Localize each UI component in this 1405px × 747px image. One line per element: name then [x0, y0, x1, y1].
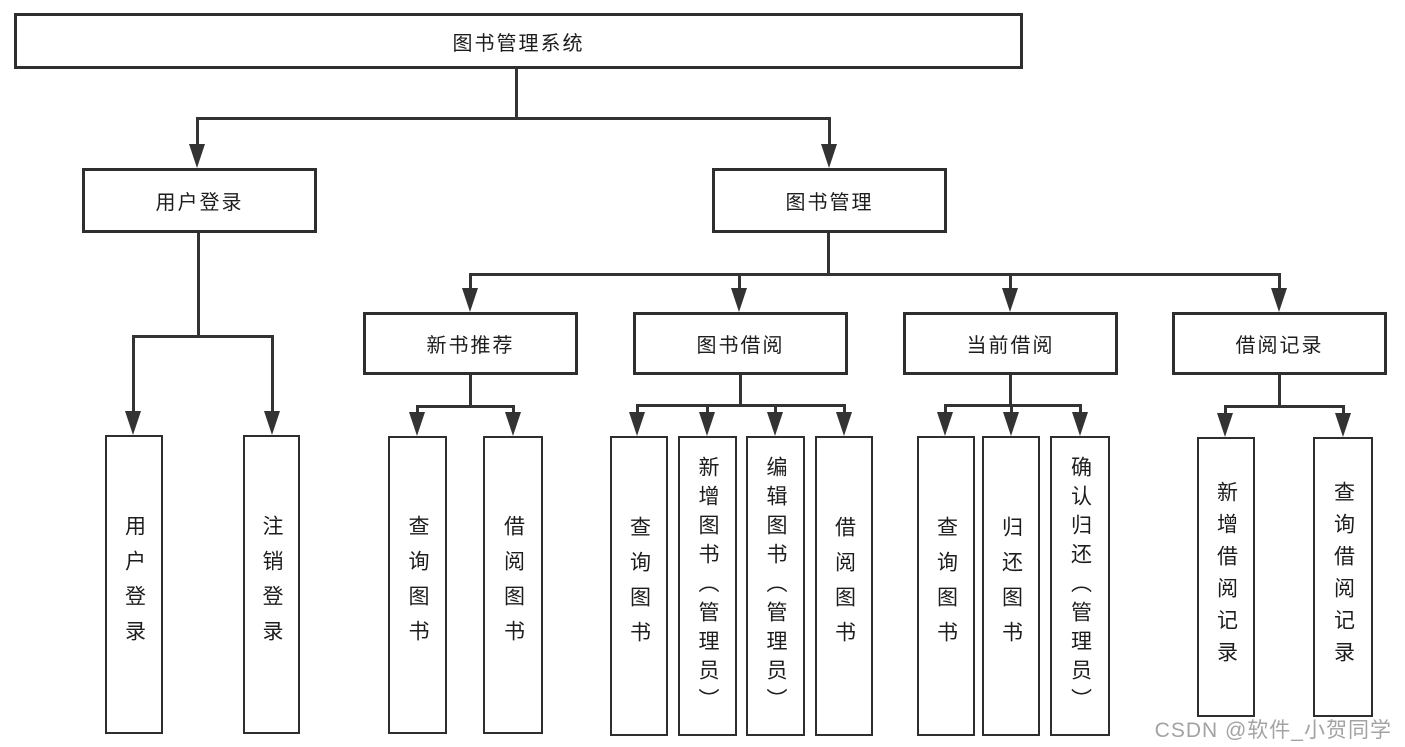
arrowhead-cb-query-books: [937, 412, 953, 436]
arrowhead-bb-edit-books: [767, 412, 783, 436]
node-borrow-records-label: 借阅记录: [1235, 335, 1324, 357]
leaf-cb-confirm-return: 确认归还（管理员）: [1050, 436, 1110, 736]
leaf-bb-add-books: 新增图书（管理员）: [678, 436, 737, 736]
arrowhead-book-borrow: [731, 288, 747, 312]
arrowhead-nbr-query-books: [409, 412, 425, 436]
connector-br-branch2: [1342, 405, 1345, 413]
leaf-br-add-record: 新增借阅记录: [1197, 437, 1255, 717]
connector-book-mgmt-bar: [469, 273, 1281, 276]
arrowhead-bb-add-books: [699, 412, 715, 436]
arrowhead-cb-confirm-return: [1072, 412, 1088, 436]
connector-bb-branch3: [774, 404, 777, 412]
leaf-cb-return-books: 归还图书: [982, 436, 1040, 736]
connector-cb-branch3: [1079, 404, 1082, 412]
arrowhead-cb-return-books: [1003, 412, 1019, 436]
leaf-nbr-query-books: 查询图书: [388, 436, 447, 734]
node-current-borrow-label: 当前借阅: [966, 335, 1055, 357]
leaf-nbr-query-books-label: 查询图书: [406, 515, 429, 655]
connector-bb-branch4: [843, 404, 846, 412]
arrowhead-br-add-record: [1217, 413, 1233, 437]
connector-book-mgmt-branch1: [469, 273, 472, 288]
leaf-br-add-record-label: 新增借阅记录: [1214, 481, 1238, 673]
connector-nbr-stem: [469, 375, 472, 405]
arrowhead-bb-query-books: [629, 412, 645, 436]
arrowhead-leaf-user-login: [125, 411, 141, 435]
connector-cb-bar: [944, 404, 1082, 407]
arrowhead-br-query-record: [1335, 413, 1351, 437]
node-root-label: 图书管理系统: [452, 32, 585, 55]
connector-br-branch1: [1224, 405, 1227, 413]
arrowhead-borrow-records: [1271, 288, 1287, 312]
leaf-br-query-record-label: 查询借阅记录: [1331, 481, 1355, 673]
leaf-user-login: 用户登录: [105, 435, 163, 734]
connector-root-branch-right: [828, 117, 831, 144]
connector-nbr-branch1: [416, 405, 419, 412]
connector-book-mgmt-stem: [827, 233, 830, 273]
arrowhead-book-management: [821, 144, 837, 168]
leaf-bb-query-books: 查询图书: [610, 436, 668, 736]
connector-nbr-branch2: [512, 405, 515, 412]
connector-br-bar: [1224, 405, 1344, 408]
connector-cb-stem: [1009, 375, 1012, 404]
arrowhead-new-book-recommend: [462, 288, 478, 312]
connector-book-mgmt-branch2: [738, 273, 741, 288]
leaf-nbr-borrow-books: 借阅图书: [483, 436, 543, 734]
connector-bb-bar: [636, 404, 846, 407]
connector-bb-branch1: [636, 404, 639, 412]
node-new-book-recommend-label: 新书推荐: [426, 335, 515, 357]
node-user-login-label: 用户登录: [155, 192, 244, 214]
connector-user-login-bar: [132, 335, 273, 338]
node-borrow-records: 借阅记录: [1172, 312, 1387, 375]
arrowhead-bb-borrow-books: [836, 412, 852, 436]
arrowhead-nbr-borrow-books: [505, 412, 521, 436]
leaf-cb-query-books-label: 查询图书: [934, 516, 958, 656]
node-book-borrow-label: 图书借阅: [696, 335, 785, 357]
node-user-login: 用户登录: [82, 168, 317, 233]
csdn-watermark: CSDN @软件_小贺同学: [1154, 719, 1392, 742]
arrowhead-leaf-logout: [264, 411, 280, 435]
leaf-bb-add-books-label: 新增图书（管理员）: [696, 455, 719, 717]
connector-br-stem: [1278, 375, 1281, 405]
connector-cb-branch2: [1010, 404, 1013, 412]
leaf-cb-return-books-label: 归还图书: [999, 516, 1023, 656]
connector-book-mgmt-branch4: [1278, 273, 1281, 288]
connector-root-bar: [196, 117, 830, 120]
connector-bb-stem: [739, 375, 742, 404]
leaf-cb-query-books: 查询图书: [917, 436, 975, 736]
connector-root-stem: [515, 69, 518, 117]
arrowhead-current-borrow: [1002, 288, 1018, 312]
leaf-nbr-borrow-books-label: 借阅图书: [501, 515, 525, 655]
leaf-user-login-label: 用户登录: [122, 514, 146, 655]
connector-root-branch-left: [196, 117, 199, 144]
leaf-bb-borrow-books: 借阅图书: [815, 436, 873, 736]
connector-book-mgmt-branch3: [1009, 273, 1012, 288]
leaf-logout-label: 注销登录: [260, 514, 283, 655]
leaf-bb-borrow-books-label: 借阅图书: [832, 516, 856, 656]
node-book-management-label: 图书管理: [785, 192, 874, 214]
node-new-book-recommend: 新书推荐: [363, 312, 578, 375]
node-book-management: 图书管理: [712, 168, 947, 233]
leaf-br-query-record: 查询借阅记录: [1313, 437, 1373, 717]
leaf-cb-confirm-return-label: 确认归还（管理员）: [1068, 455, 1092, 717]
leaf-bb-edit-books-label: 编辑图书（管理员）: [764, 455, 787, 717]
leaf-logout: 注销登录: [243, 435, 300, 734]
node-book-borrow: 图书借阅: [633, 312, 848, 375]
leaf-bb-edit-books: 编辑图书（管理员）: [746, 436, 805, 736]
node-root: 图书管理系统: [14, 13, 1023, 69]
leaf-bb-query-books-label: 查询图书: [627, 516, 651, 656]
arrowhead-user-login: [189, 144, 205, 168]
connector-user-login-branch1: [132, 335, 135, 411]
node-current-borrow: 当前借阅: [903, 312, 1118, 375]
connector-nbr-bar: [416, 405, 515, 408]
connector-bb-branch2: [706, 404, 709, 412]
connector-user-login-branch2: [271, 335, 274, 411]
connector-user-login-stem: [197, 233, 200, 335]
connector-cb-branch1: [944, 404, 947, 412]
